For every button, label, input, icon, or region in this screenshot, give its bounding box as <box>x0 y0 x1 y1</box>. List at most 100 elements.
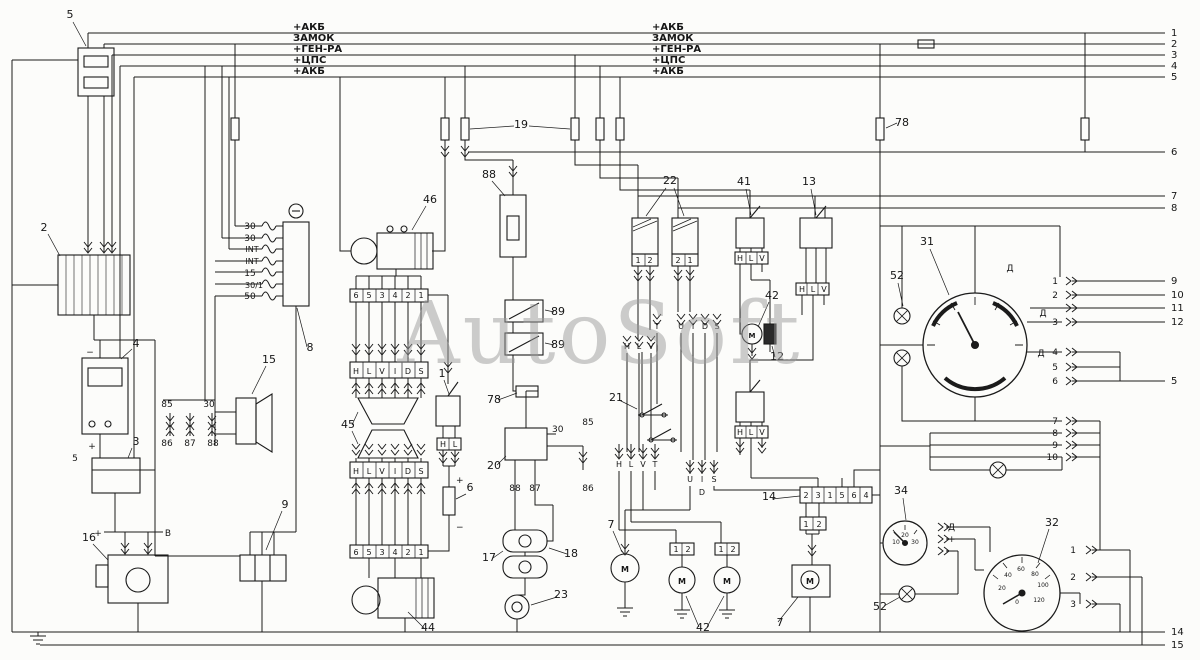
headlamp-45 <box>357 397 419 459</box>
diagram-label: 42 <box>765 289 779 302</box>
diagram-label: 2 <box>803 491 808 500</box>
diagram-label: 10 <box>892 539 900 546</box>
diagram-label: 2 <box>405 291 410 300</box>
diagram-label: Д <box>1037 349 1044 359</box>
diagram-label: 44 <box>421 621 435 634</box>
diagram-label: H <box>737 428 743 437</box>
diagram-label: 87 <box>529 484 540 494</box>
diagram-label: 3 <box>379 548 384 557</box>
diagram-label: +ЦПС <box>652 55 685 66</box>
diagram-label: I <box>701 475 703 484</box>
diagram-label: M <box>723 577 731 586</box>
flasher-relays-22 <box>631 217 699 267</box>
switch-41-upper <box>734 205 769 265</box>
diagram-label: H <box>440 440 446 449</box>
gauge-34 <box>882 520 928 566</box>
diagram-label: 1 <box>1052 277 1058 287</box>
diagram-label: 85 <box>582 418 593 428</box>
diagram-label: 2 <box>405 548 410 557</box>
diagram-label: 1 <box>418 291 423 300</box>
diagram-label: 14 <box>1171 627 1184 638</box>
wiper-motor-44 <box>351 577 435 619</box>
wiper-motor-46 <box>350 225 434 270</box>
diagram-label: V <box>759 254 765 263</box>
diagram-label: 11 <box>1171 303 1184 314</box>
diagram-label: +ЦПС <box>293 55 326 66</box>
diagram-label: 60 <box>1017 566 1025 573</box>
starter-motor-16 <box>95 554 169 604</box>
diagram-label: 0 <box>1015 599 1019 606</box>
diagram-label: 8 <box>1171 203 1177 214</box>
diagram-label: 14 <box>762 490 776 503</box>
diagram-label: 88 <box>482 168 496 181</box>
diagram-label: 2 <box>41 221 48 234</box>
diagram-label: U <box>687 475 693 484</box>
diagram-label: 1 <box>687 256 692 265</box>
diagram-label: 100 <box>1037 582 1049 589</box>
buzzer-12 <box>763 323 777 345</box>
diagram-label: S <box>714 322 719 331</box>
diagram-label: 80 <box>1031 571 1039 578</box>
switch-41-lower <box>734 379 769 439</box>
diagram-label: 15 <box>1171 640 1184 651</box>
diagram-label: 86 <box>161 439 173 449</box>
diagram-label: + <box>456 476 464 486</box>
diagram-label: M <box>621 565 629 574</box>
diagram-label: L <box>811 285 816 294</box>
wires <box>11 32 1165 646</box>
diagram-label: T <box>652 460 658 469</box>
diagram-label: 4 <box>392 548 397 557</box>
switch-1 <box>435 381 462 451</box>
diagram-label: 1 <box>827 491 832 500</box>
diagram-label: H <box>353 367 359 376</box>
diagram-label: 5 <box>839 491 844 500</box>
diagram-label: H <box>353 467 359 476</box>
diagram-label: В <box>165 529 171 539</box>
diagram-label: M <box>806 577 814 586</box>
diagram-label: L <box>367 467 372 476</box>
diagram-label: 9 <box>1171 276 1177 287</box>
diagram-label: Д <box>1006 264 1013 274</box>
diagram-label: 7 <box>608 518 615 531</box>
motors-42-bottom <box>668 542 741 594</box>
diagram-label: 2 <box>730 545 735 554</box>
diagram-label: L <box>749 428 754 437</box>
diagram-label: 86 <box>582 484 594 494</box>
relay-89b <box>504 332 544 356</box>
diagram-label: +АКБ <box>652 22 684 33</box>
diagram-label: I <box>692 322 694 331</box>
diagram-label: S <box>418 367 423 376</box>
diagram-label: 34 <box>894 484 908 497</box>
diagram-label: ЗАМОК <box>652 33 694 44</box>
diagram-label: L <box>367 367 372 376</box>
relay-89a <box>504 299 544 323</box>
diagram-label: 5 <box>1052 363 1058 373</box>
diagram-label: 1 <box>635 256 640 265</box>
diagram-label: 1 <box>803 520 808 529</box>
diagram-label: + <box>948 535 956 545</box>
switch-13 <box>795 205 833 296</box>
pump-motor-7 <box>791 564 831 598</box>
diagram-label: − <box>86 348 94 358</box>
diagram-label: 2 <box>1052 291 1058 301</box>
lamp-52-lower <box>898 585 916 603</box>
diagram-label: V <box>759 428 765 437</box>
diagram-label: 16 <box>82 531 96 544</box>
diagram-label: H <box>737 254 743 263</box>
diagram-label: 89 <box>551 305 565 318</box>
diagram-label: 13 <box>802 175 816 188</box>
voltage-regulator-4 <box>81 357 129 435</box>
resistor-6 <box>442 486 456 516</box>
diagram-label: H <box>616 460 622 469</box>
diagram-label: 30 <box>244 234 256 244</box>
diagram-label: 12 <box>770 350 784 363</box>
diagram-label: 8 <box>1052 429 1058 439</box>
diagram-label: M <box>678 577 686 586</box>
diagram-label: L <box>453 440 458 449</box>
diagram-label: 30 <box>911 539 919 546</box>
combination-gauge-31 <box>922 292 1028 398</box>
diagram-label: T <box>654 322 660 331</box>
diagram-label: 30/1 <box>245 281 263 290</box>
diagram-label: 9 <box>282 498 289 511</box>
